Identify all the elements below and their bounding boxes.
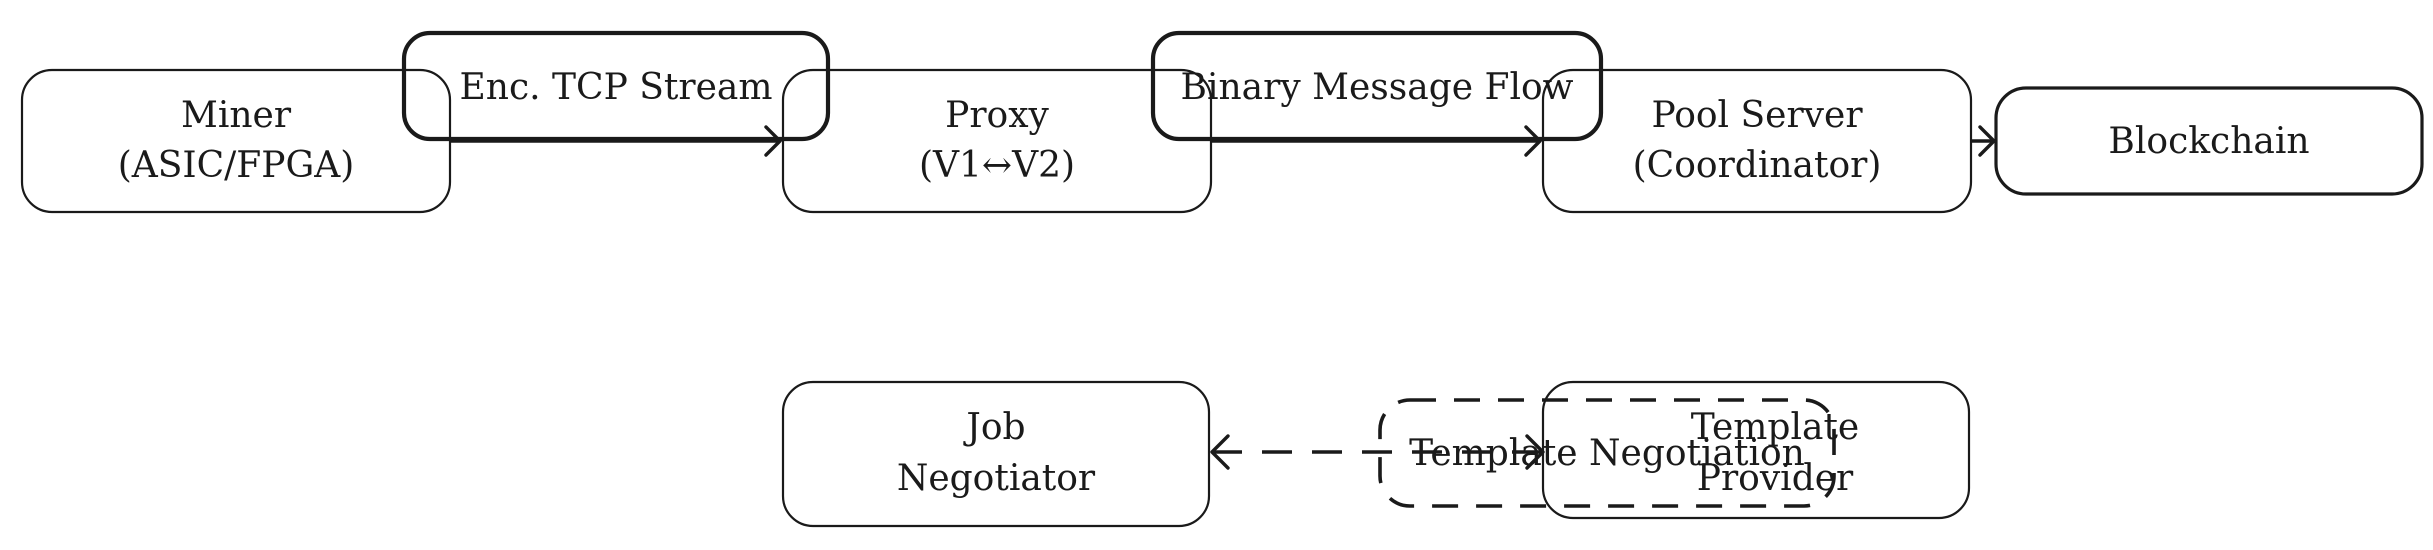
- node-blockchain: Blockchain: [1994, 86, 2424, 196]
- miner-title: Miner: [181, 95, 292, 136]
- edge-template-negotiation: [1210, 434, 1545, 470]
- edge-label-text: Template Negotiation: [1409, 433, 1805, 474]
- pool-server-box: [1541, 68, 1973, 214]
- edge-label-text: Enc. TCP Stream: [460, 67, 773, 108]
- edge-label-text: Binary Message Flow: [1181, 67, 1574, 108]
- job-negotiator-title: Job: [962, 407, 1025, 448]
- edge-label-box: [401, 30, 831, 142]
- blockchain-box: [1994, 86, 2424, 196]
- edge-pool-to-blockchain: [1971, 125, 1996, 157]
- proxy-box: [781, 68, 1213, 214]
- edge-label-box: [1378, 398, 1836, 508]
- template-provider-title: Template: [1691, 407, 1859, 448]
- blockchain-title: Blockchain: [2108, 121, 2309, 162]
- arrowhead-right-icon: [1978, 125, 1996, 157]
- pool-server-title: Pool Server: [1651, 95, 1863, 136]
- edge-label-box: [1150, 30, 1604, 142]
- arrowhead-left-icon: [1210, 434, 1230, 470]
- edge-label-binary-message-flow: Binary Message Flow: [1150, 30, 1604, 142]
- node-job-negotiator: Job Negotiator: [781, 380, 1211, 528]
- pool-server-subtitle: (Coordinator): [1633, 145, 1882, 186]
- edge-label-enc-tcp-stream: Enc. TCP Stream: [401, 30, 831, 142]
- proxy-title: Proxy: [945, 95, 1049, 136]
- node-proxy: Proxy (V1↔V2): [781, 68, 1213, 214]
- node-pool-server: Pool Server (Coordinator): [1541, 68, 1973, 214]
- miner-box: [20, 68, 452, 214]
- miner-subtitle: (ASIC/FPGA): [118, 145, 355, 186]
- job-negotiator-box: [781, 380, 1211, 528]
- node-miner: Miner (ASIC/FPGA): [20, 68, 452, 214]
- edge-label-template-negotiation: Template Negotiation: [1378, 398, 1836, 508]
- proxy-subtitle: (V1↔V2): [919, 145, 1075, 186]
- arrowhead-right-icon: [1525, 434, 1545, 470]
- job-negotiator-subtitle: Negotiator: [897, 458, 1096, 499]
